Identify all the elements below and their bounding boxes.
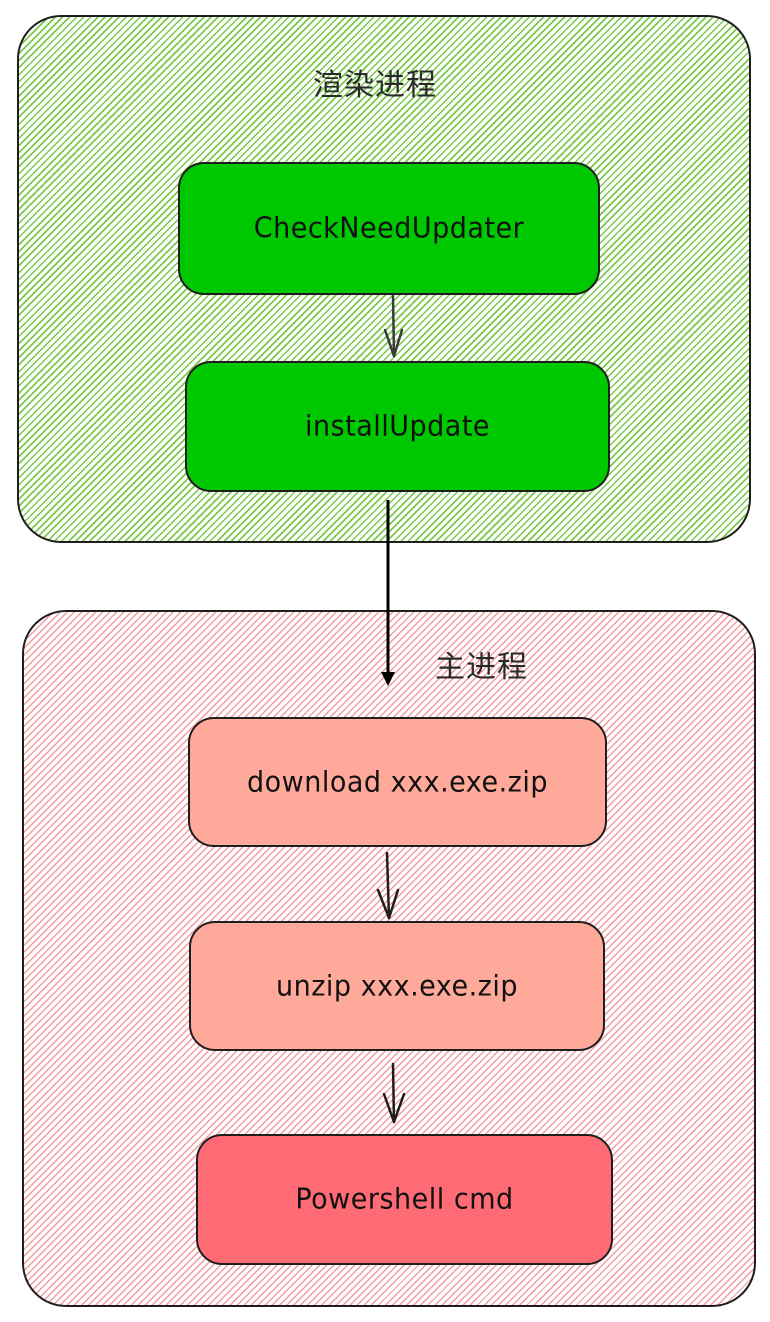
install-update-node[interactable]: installUpdate — [185, 361, 610, 492]
download-label: download xxx.exe.zip — [247, 765, 548, 799]
renderer-process-title: 渲染进程 — [313, 68, 437, 103]
check-need-updater-node[interactable]: CheckNeedUpdater — [178, 162, 600, 295]
unzip-node[interactable]: unzip xxx.exe.zip — [189, 921, 605, 1051]
main-process-title: 主进程 — [435, 650, 528, 685]
download-node[interactable]: download xxx.exe.zip — [188, 717, 607, 847]
powershell-node[interactable]: Powershell cmd — [196, 1134, 613, 1265]
powershell-label: Powershell cmd — [295, 1183, 514, 1216]
unzip-label: unzip xxx.exe.zip — [276, 969, 518, 1003]
install-update-label: installUpdate — [304, 410, 491, 443]
check-need-updater-label: CheckNeedUpdater — [253, 212, 525, 245]
